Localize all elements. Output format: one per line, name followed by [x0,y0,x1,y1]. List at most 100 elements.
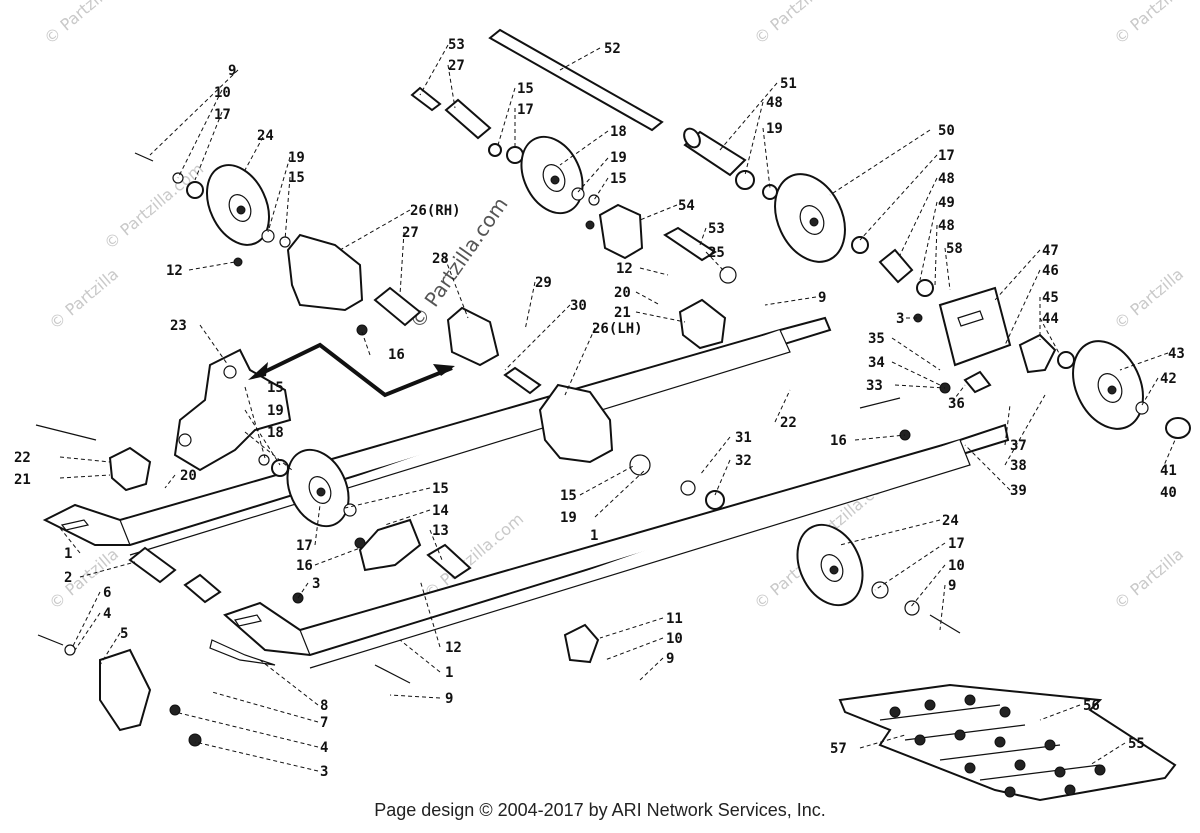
callout-label: 2 [64,570,72,586]
callout-label: 45 [1042,290,1059,306]
callout-label: 4 [103,606,111,622]
callout-label: 18 [610,124,627,140]
wheel-24-upper [134,152,291,248]
watermark: © Partzilla [40,0,117,48]
callout-label: 17 [517,102,534,118]
callout-label: 44 [1042,311,1059,327]
arm-23 [173,348,292,472]
right-slide-rail [223,423,1010,669]
callout-label: 6 [103,585,111,601]
bumper-5 [99,648,152,732]
page-footer: Page design © 2004-2017 by ARI Network S… [374,800,826,820]
rear-axle [488,28,664,132]
callout-label: 36 [948,396,965,412]
callout-label: 26(RH) [410,203,461,219]
callout-label: 19 [766,121,783,137]
callout-label: 34 [868,355,885,371]
callout-label: 19 [267,403,284,419]
callout-label: 17 [938,148,955,164]
callout-label: 24 [257,128,274,144]
callout-label: 32 [735,453,752,469]
callout-label: 52 [604,41,621,57]
track-section [838,683,1177,802]
callout-label: 21 [614,305,631,321]
callout-label: 26(LH) [592,321,643,337]
callout-label: 21 [14,472,31,488]
block-11 [563,623,600,664]
callout-label: 9 [948,578,956,594]
callout-label: 53 [448,37,465,53]
callout-label: 5 [120,626,128,642]
callout-label: 24 [942,513,959,529]
bracket-28 [446,306,542,395]
watermark: © Partzilla.com [100,159,207,253]
callout-label: 20 [614,285,631,301]
block-21-lower [108,446,152,492]
callout-label: 15 [517,81,534,97]
callout-label: 12 [445,640,462,656]
direction-arrow [248,342,455,398]
callout-label: 38 [1010,458,1027,474]
callout-label: 3 [312,576,320,592]
callout-label: 22 [780,415,797,431]
callout-label: 20 [180,468,197,484]
callout-label: 15 [560,488,577,504]
callout-label: 41 [1160,463,1177,479]
callout-label: 14 [432,503,449,519]
leader-lines [59,44,1176,772]
left-slide-rail [42,316,832,556]
spacer-tube [683,127,747,177]
bracket-54 [598,203,737,284]
wheel-24-lower [796,523,961,634]
callout-label: 4 [320,740,328,756]
watermark: © Partzilla [45,264,122,333]
callout-label: 15 [610,171,627,187]
callout-label: 10 [948,558,965,574]
wear-strip [209,639,276,666]
callout-label: 23 [170,318,187,334]
callout-label: 19 [288,150,305,166]
callout-label: 28 [432,251,449,267]
callout-label: 10 [666,631,683,647]
callout-label: 55 [1128,736,1145,752]
watermark: © Partzilla [1110,264,1187,333]
callout-label: 56 [1083,698,1100,714]
callout-label: 19 [560,510,577,526]
wheel-18-upper [520,135,600,215]
plate-47 [938,286,1057,394]
callout-label: 47 [1042,243,1059,259]
callout-label: 9 [666,651,674,667]
callout-label: 16 [830,433,847,449]
callout-label: 31 [735,430,752,446]
callout-label: 9 [228,63,236,79]
callout-label: 9 [818,290,826,306]
callout-label: 53 [708,221,725,237]
callout-label: 25 [708,245,725,261]
callout-label: 40 [1160,485,1177,501]
callout-label: 39 [1010,483,1027,499]
callout-label: 11 [666,611,683,627]
callout-label: 10 [214,85,231,101]
callout-label: 57 [830,741,847,757]
callout-label: 27 [402,225,419,241]
callout-label: 1 [445,665,453,681]
spacer-2 [128,546,222,604]
callout-label: 37 [1010,438,1027,454]
callout-label: 8 [320,698,328,714]
callout-label: 18 [267,425,284,441]
callout-label: 48 [938,218,955,234]
callout-label: 48 [766,95,783,111]
callout-label: 1 [64,546,72,562]
callout-label: 33 [866,378,883,394]
callout-label: 15 [288,170,305,186]
callout-label: 46 [1042,263,1059,279]
callout-label: 54 [678,198,695,214]
callout-label: 48 [938,171,955,187]
callout-label: 15 [432,481,449,497]
callout-label: 35 [868,331,885,347]
callout-label: 58 [946,241,963,257]
pins-upper [410,86,524,164]
bracket-14 [358,518,472,580]
callout-label: 1 [590,528,598,544]
